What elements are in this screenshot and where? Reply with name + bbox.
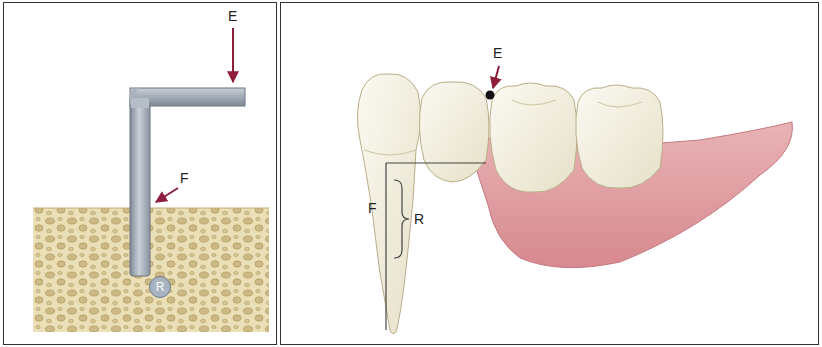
fulcrum-label: F	[180, 171, 189, 185]
force-label: E	[228, 9, 237, 23]
resistance-label: R	[414, 212, 424, 226]
force-label: E	[493, 46, 502, 60]
resistance-circle: R	[149, 276, 171, 298]
node-text: R	[156, 281, 165, 293]
fulcrum-label: F	[368, 201, 377, 215]
